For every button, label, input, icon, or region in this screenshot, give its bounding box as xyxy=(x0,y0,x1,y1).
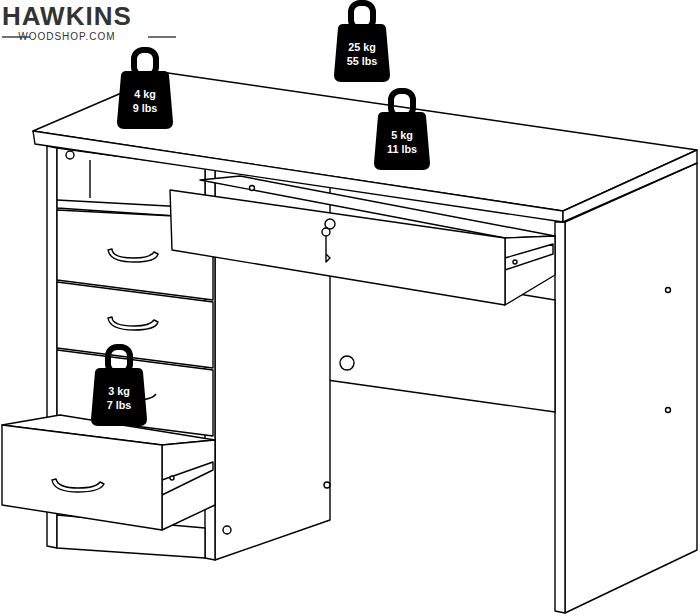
hole xyxy=(66,151,74,159)
tabletop-edge xyxy=(563,150,697,222)
weight-body xyxy=(374,112,430,170)
hole xyxy=(666,408,671,413)
hole xyxy=(340,356,354,370)
weight-icon: 3 kg7 lbs xyxy=(91,344,147,426)
drawer-handle xyxy=(108,317,158,330)
key xyxy=(322,228,330,262)
logo-text: HAWKINS xyxy=(2,2,132,30)
weight-label: 25 kg xyxy=(334,40,390,54)
drawer-slide xyxy=(162,462,213,495)
weight-label: 7 lbs xyxy=(91,398,147,412)
weight-label: 3 kg xyxy=(91,384,147,398)
drawer-front xyxy=(2,425,162,530)
leg-side xyxy=(565,163,697,613)
weight-label: 5 kg xyxy=(374,128,430,142)
logo-subtext: WOODSHOP.COM xyxy=(18,31,115,43)
drawer-front xyxy=(170,190,505,305)
hole xyxy=(324,482,330,488)
drawer-handle xyxy=(108,249,158,262)
weight-icon: 5 kg11 lbs xyxy=(374,88,430,170)
drawer-side xyxy=(505,236,555,305)
shelf-line xyxy=(89,160,90,198)
drawer-slide xyxy=(505,244,553,270)
hole xyxy=(250,186,255,191)
logo-rule xyxy=(148,36,176,37)
weight-icon: 4 kg9 lbs xyxy=(117,47,173,129)
weight-body xyxy=(91,368,147,426)
screw xyxy=(170,476,174,480)
drawer-side xyxy=(162,440,215,530)
weight-icon: 25 kg55 lbs xyxy=(334,0,390,82)
hole xyxy=(666,288,671,293)
screw xyxy=(513,260,517,264)
drawer-handle xyxy=(52,479,104,492)
weight-label: 55 lbs xyxy=(334,54,390,68)
weight-label: 9 lbs xyxy=(117,101,173,115)
weight-body xyxy=(334,24,390,82)
weight-label: 4 kg xyxy=(117,87,173,101)
weight-body xyxy=(117,71,173,129)
hole xyxy=(223,526,231,534)
weight-label: 11 lbs xyxy=(374,142,430,156)
leg-front xyxy=(555,222,565,613)
